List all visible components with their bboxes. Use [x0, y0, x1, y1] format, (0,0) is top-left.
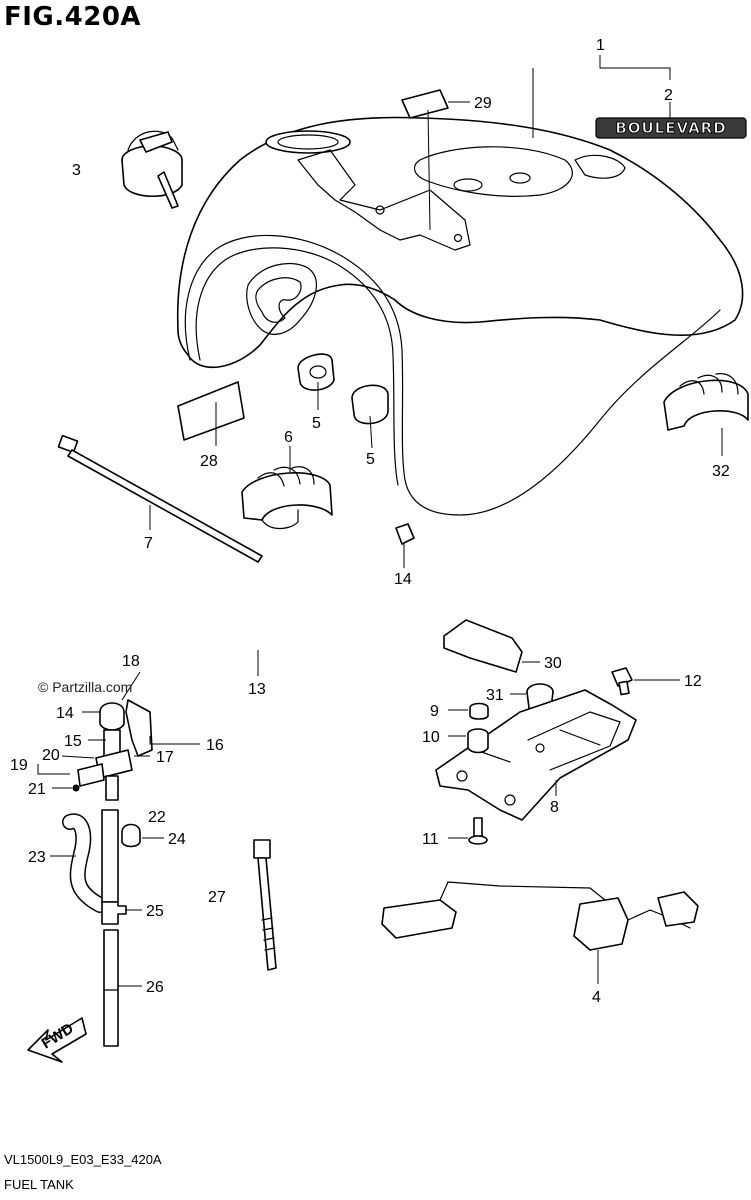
leader-lines: [37, 55, 723, 987]
callout-22: 22: [148, 809, 166, 826]
callout-32: 32: [712, 463, 730, 480]
callout-8: 8: [550, 799, 559, 816]
callout-29: 29: [474, 95, 492, 112]
callout-11: 11: [422, 831, 439, 848]
callout-23: 23: [28, 849, 46, 866]
figure-title: FIG.420A: [4, 2, 142, 32]
callout-1: 1: [596, 37, 605, 54]
fuel-filler-cap-part[interactable]: [121, 130, 183, 209]
bolt-11[interactable]: [468, 817, 488, 845]
callout-4: 4: [592, 989, 601, 1006]
callout-5a: 5: [312, 415, 321, 432]
hose-clip-14-upper[interactable]: [395, 523, 415, 545]
callout-9: 9: [430, 703, 439, 720]
fuel-tank-part[interactable]: [176, 116, 744, 516]
callout-2: 2: [664, 87, 673, 104]
label-sticker-29[interactable]: [401, 89, 449, 119]
fuel-valve-assembly[interactable]: [72, 699, 153, 801]
callout-21: 21: [28, 781, 46, 798]
fuel-level-gauge-4[interactable]: [381, 881, 699, 951]
callout-10: 10: [422, 729, 440, 746]
cushion-30[interactable]: [443, 619, 523, 673]
cap-24[interactable]: [121, 823, 141, 848]
brand-plate-text: BOULEVARD: [615, 119, 726, 137]
grommet-10[interactable]: [467, 728, 489, 754]
grommet-9[interactable]: [469, 702, 489, 720]
cable-tie-7[interactable]: [57, 434, 263, 563]
callout-12: 12: [684, 673, 702, 690]
callout-19: 19: [10, 757, 28, 774]
callout-18: 18: [122, 653, 140, 670]
callout-20: 20: [42, 747, 60, 764]
footer-figure-code: VL1500L9_E03_E33_420A: [4, 1152, 162, 1167]
callout-27: 27: [208, 889, 226, 906]
bracket-8[interactable]: [435, 689, 637, 821]
callout-26: 26: [146, 979, 164, 996]
callout-25: 25: [146, 903, 164, 920]
forward-direction-arrow: FWD: [27, 1017, 87, 1063]
watermark: © Partzilla.com: [38, 679, 132, 695]
breather-hose-13[interactable]: [106, 536, 396, 694]
hose-26[interactable]: [103, 929, 119, 1047]
callout-15: 15: [64, 733, 82, 750]
callout-28: 28: [200, 453, 218, 470]
callout-5b: 5: [366, 451, 375, 468]
callout-7: 7: [144, 535, 153, 552]
boulevard-emblem-part[interactable]: BOULEVARD: [595, 117, 747, 139]
callout-14b: 14: [56, 705, 74, 722]
callout-16: 16: [206, 737, 224, 754]
bolt-12[interactable]: [611, 667, 633, 696]
callout-30: 30: [544, 655, 562, 672]
grommet-5a[interactable]: [297, 353, 335, 391]
hose-22[interactable]: [101, 809, 119, 903]
callout-14a: 14: [394, 571, 412, 588]
label-sticker-28[interactable]: [177, 381, 245, 441]
t-joint-25[interactable]: [101, 901, 127, 925]
cushion-32[interactable]: [663, 373, 749, 431]
callout-13: 13: [248, 681, 266, 698]
cushion-6[interactable]: [241, 466, 333, 530]
footer-figure-name: FUEL TANK: [4, 1177, 74, 1192]
callout-6: 6: [284, 429, 293, 446]
grommet-5b[interactable]: [351, 384, 389, 425]
callout-24: 24: [168, 831, 186, 848]
callout-3: 3: [72, 162, 81, 179]
callout-17: 17: [156, 749, 174, 766]
cable-tie-27[interactable]: [253, 839, 277, 971]
callout-labels: 1 2 3 4 5 5 6 7 8 9 10 11 12 13 14 14 15…: [10, 37, 730, 1006]
callout-31: 31: [486, 687, 504, 704]
